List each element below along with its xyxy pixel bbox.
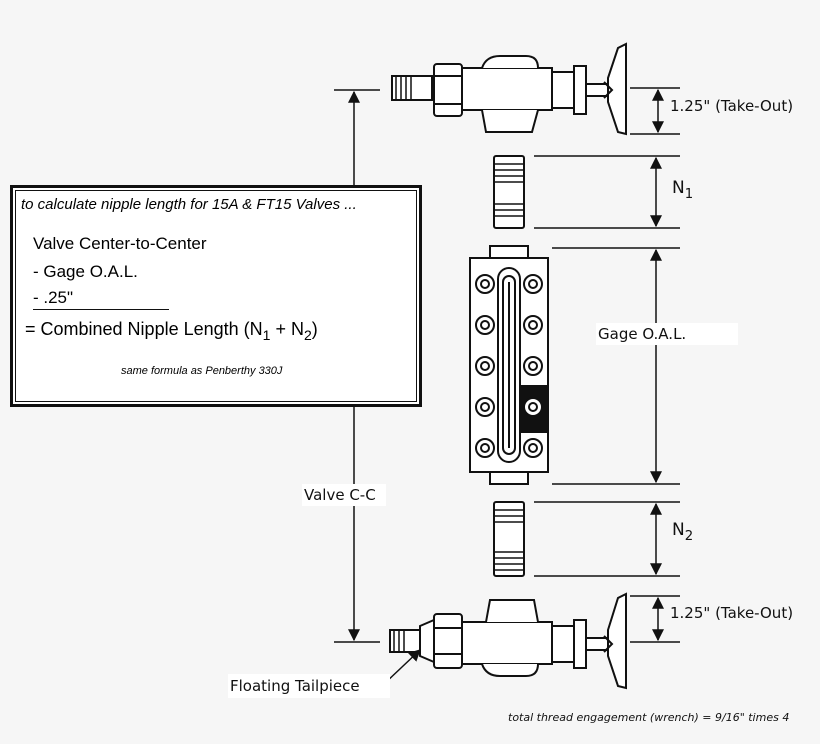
n2-label: N2 bbox=[672, 520, 693, 544]
result-suffix: ) bbox=[311, 319, 318, 339]
nipple-n1 bbox=[493, 155, 525, 229]
n2-letter: N bbox=[672, 520, 685, 540]
takeout-top-label: 1.25" (Take-Out) bbox=[670, 97, 794, 115]
result-n1-sub: 1 bbox=[262, 326, 271, 343]
formula-result: = Combined Nipple Length (N1 + N2) bbox=[25, 319, 318, 343]
gage-body bbox=[469, 245, 549, 485]
bottom-valve bbox=[389, 592, 627, 690]
n1-sub: 1 bbox=[684, 186, 694, 202]
result-plus: + bbox=[270, 319, 291, 339]
gage-oal-label: Gage O.A.L. bbox=[596, 323, 738, 345]
floating-tailpiece-label: Floating Tailpiece bbox=[228, 674, 390, 698]
result-prefix: = Combined Nipple Length ( bbox=[25, 319, 250, 339]
formula-title: to calculate nipple length for 15A & FT1… bbox=[21, 196, 357, 213]
formula-line-quarter: - .25" bbox=[33, 288, 169, 310]
footer-note: total thread engagement (wrench) = 9/16"… bbox=[508, 711, 790, 724]
top-valve bbox=[391, 42, 627, 136]
result-n2-sub: 2 bbox=[303, 326, 312, 343]
formula-line-valve-cc: Valve Center-to-Center bbox=[33, 234, 207, 253]
formula-line-gage-oal: - Gage O.A.L. bbox=[33, 262, 138, 281]
result-n1-letter: N bbox=[249, 319, 263, 339]
valve-cc-label: Valve C-C bbox=[302, 484, 386, 506]
dimension-lines bbox=[334, 87, 680, 685]
gage-bolts bbox=[475, 274, 543, 458]
formula-quarter-text: - .25" bbox=[33, 288, 74, 307]
n2-sub: 2 bbox=[684, 528, 694, 544]
result-n2-letter: N bbox=[290, 319, 304, 339]
nipple-n2 bbox=[493, 501, 525, 577]
formula-note: same formula as Penberthy 330J bbox=[121, 365, 283, 377]
formula-box: to calculate nipple length for 15A & FT1… bbox=[10, 185, 422, 407]
n1-label: N1 bbox=[672, 178, 693, 202]
takeout-bottom-label: 1.25" (Take-Out) bbox=[670, 604, 794, 622]
n1-letter: N bbox=[672, 178, 685, 198]
